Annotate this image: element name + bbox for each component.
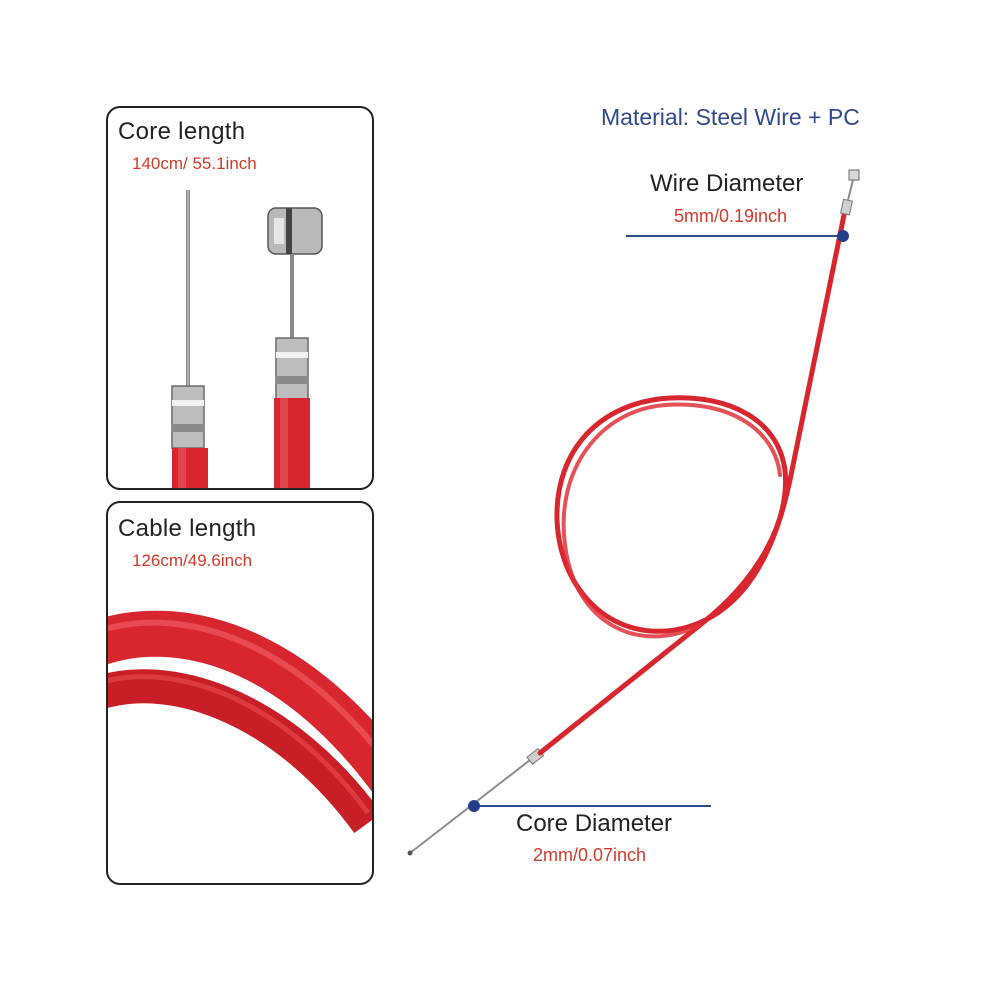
cable-closeup-image — [108, 610, 372, 834]
cable-closeup-inner — [108, 669, 372, 834]
core-length-title: Core length — [118, 118, 246, 145]
cable-housing — [537, 212, 847, 756]
core-length-value: 140cm/ 55.1inch — [132, 154, 257, 173]
wire-diameter-value: 5mm/0.19inch — [674, 206, 788, 226]
core-diameter-title: Core Diameter — [516, 810, 673, 837]
cable-length-value: 126cm/49.6inch — [132, 551, 253, 570]
core-wire-top — [847, 179, 854, 201]
material-label: Material: Steel Wire + PC — [601, 104, 860, 130]
core-diameter-marker — [468, 800, 480, 812]
core-length-panel: Core length 140cm/ 55.1inch — [106, 106, 374, 490]
cable-end-nipple — [848, 169, 860, 181]
ferrule-left — [171, 385, 205, 449]
core-detail-image — [171, 190, 323, 488]
wire-tip — [407, 850, 413, 856]
ferrule-top — [840, 198, 853, 216]
cable-length-panel: Cable length 126cm/49.6inch — [106, 501, 374, 885]
wire-diameter-title: Wire Diameter — [650, 170, 804, 197]
housing-right — [274, 398, 310, 488]
ferrule-right — [275, 337, 309, 401]
cable-length-title: Cable length — [118, 515, 257, 542]
wire-diameter-marker — [837, 230, 849, 242]
cable-closeup-outer — [108, 610, 372, 792]
core-diameter-value: 2mm/0.07inch — [533, 845, 647, 865]
housing-left — [172, 448, 208, 488]
cable-housing-loop — [561, 402, 782, 639]
